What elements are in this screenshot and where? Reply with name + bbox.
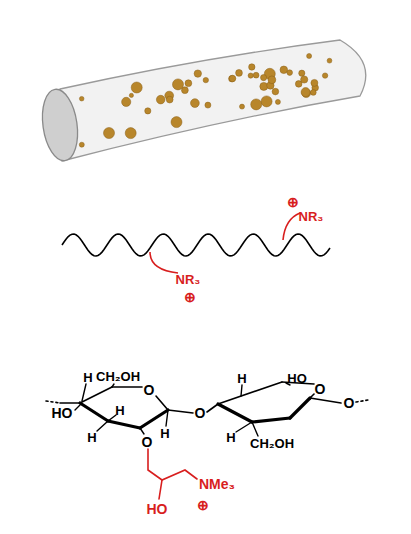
particle (229, 76, 235, 82)
atom-label: CH₂OH (250, 437, 294, 450)
particle (275, 99, 280, 104)
particle (322, 73, 327, 78)
atom-label: H (237, 372, 246, 385)
particle (205, 102, 211, 108)
atom-label: HO (287, 372, 307, 385)
particle (125, 128, 136, 139)
particle (185, 80, 192, 87)
particle (79, 96, 84, 101)
particle (131, 82, 142, 93)
cellulose-structure (46, 382, 368, 436)
ammonium-group: NR₃ (299, 210, 324, 223)
atom-label: H (83, 371, 92, 384)
particle (203, 77, 208, 82)
particle (251, 99, 262, 110)
particle (171, 117, 182, 128)
particle (311, 79, 318, 86)
charge-sign: ⊕ (184, 290, 196, 304)
particle (272, 88, 279, 95)
atom-label: CH₂OH (96, 370, 140, 383)
cationic-substituent (148, 449, 197, 499)
particle (299, 70, 305, 76)
particle (129, 93, 133, 97)
polymer-chain (62, 213, 330, 273)
particle (268, 76, 276, 84)
particle (240, 104, 245, 109)
particle (249, 64, 255, 70)
particle (79, 142, 84, 147)
particle (156, 95, 165, 104)
ammonium-group: NR₃ (176, 273, 201, 286)
particle (307, 54, 312, 59)
fiber (38, 40, 366, 163)
atom-label: H (226, 431, 235, 444)
particle (236, 70, 243, 77)
particle (104, 128, 115, 139)
atom-label: O (344, 396, 355, 410)
atom-label: HO (52, 406, 73, 420)
particle (145, 108, 151, 114)
particle (122, 97, 131, 106)
particle (166, 96, 173, 103)
particle (280, 66, 288, 74)
particle (301, 88, 310, 97)
particle (253, 72, 259, 78)
atom-label: O (195, 406, 206, 420)
atom-label: HO (147, 502, 168, 516)
particle (261, 75, 267, 81)
particle (191, 99, 200, 108)
particle (173, 79, 184, 90)
atom-label: H (160, 427, 169, 440)
atom-label: O (315, 382, 326, 396)
particle (327, 58, 332, 63)
ammonium-group: NMe₃ (199, 477, 235, 491)
charge-sign: ⊕ (287, 195, 299, 209)
charge-sign: ⊕ (197, 498, 209, 512)
particle (194, 70, 201, 77)
atom-label: H (115, 404, 124, 417)
atom-label: H (87, 431, 96, 444)
particle (310, 90, 316, 96)
particle (248, 73, 253, 78)
particle (301, 76, 308, 83)
atom-label: O (142, 435, 153, 449)
atom-label: O (144, 383, 155, 397)
particle (261, 96, 272, 107)
particle (229, 75, 236, 82)
particle (287, 70, 293, 76)
